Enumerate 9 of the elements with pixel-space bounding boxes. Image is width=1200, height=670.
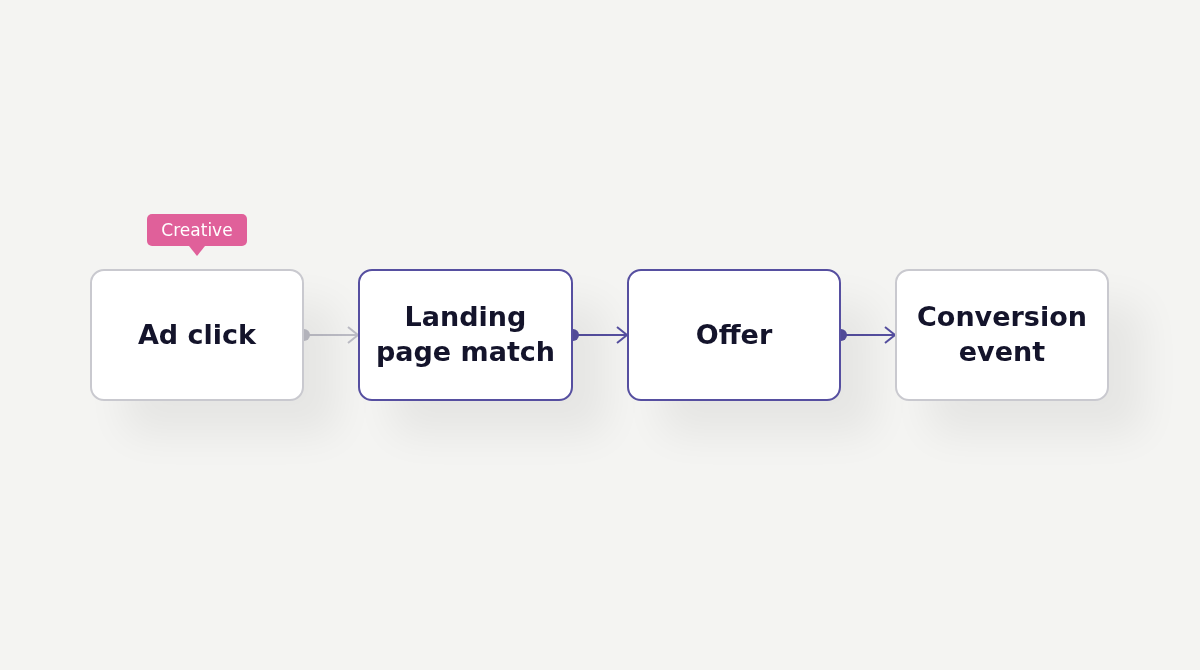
tag-label: Creative bbox=[161, 220, 233, 240]
process-box bbox=[90, 269, 304, 401]
step-label: Ad click bbox=[137, 317, 257, 352]
step-label: Conversion event bbox=[916, 300, 1088, 369]
step-label: Offer bbox=[695, 317, 773, 352]
process-box bbox=[627, 269, 841, 401]
step-label: Landing page match bbox=[374, 300, 557, 369]
process-box bbox=[895, 269, 1109, 401]
process-box bbox=[358, 269, 573, 401]
